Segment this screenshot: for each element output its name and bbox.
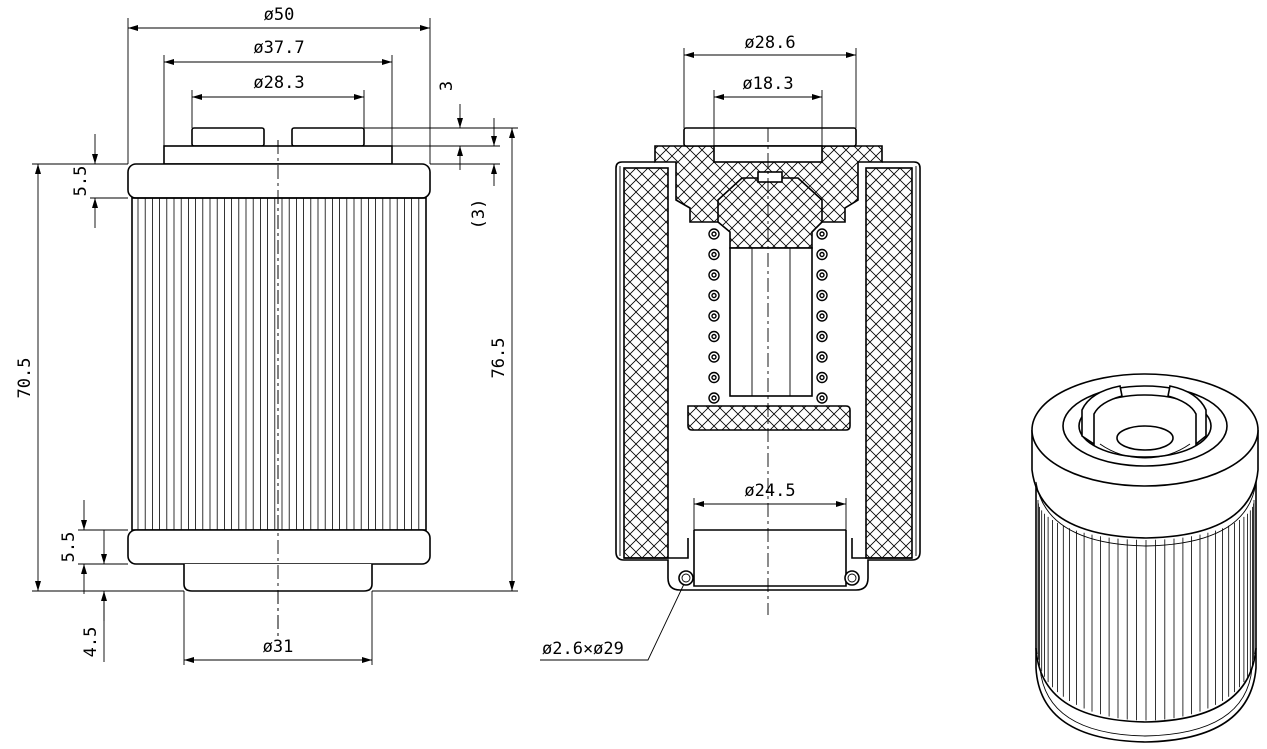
dim-top-inner-diameter: ø18.3 bbox=[742, 74, 793, 94]
dim-outer-diameter: ø50 bbox=[264, 5, 295, 25]
pleat-lines bbox=[137, 198, 420, 530]
dim-top-cap-height: 5.5 bbox=[71, 166, 91, 197]
dim-bottom-bore-diameter: ø24.5 bbox=[744, 481, 795, 501]
dim-total-length: 76.5 bbox=[489, 338, 509, 379]
dim-top-lug-height: 3 bbox=[437, 81, 457, 91]
section-view: ø28.6 ø18.3 ø24.5 ø2.6×ø29 bbox=[540, 33, 921, 661]
dim-body-length: 70.5 bbox=[15, 358, 35, 399]
iso-pleat-lines bbox=[1037, 500, 1255, 721]
dim-base-diameter: ø31 bbox=[263, 637, 294, 657]
dim-bottom-spigot-height: 4.5 bbox=[81, 627, 101, 658]
front-view: ø50 ø37.7 ø28.3 ø31 3 (3) 76.5 bbox=[15, 5, 518, 665]
dim-oring-size: ø2.6×ø29 bbox=[542, 639, 624, 659]
dim-seal-diameter: ø37.7 bbox=[253, 38, 304, 58]
dim-bottom-cap-height: 5.5 bbox=[59, 532, 79, 563]
dim-inner-diameter: ø28.3 bbox=[253, 73, 304, 93]
iso-view bbox=[1031, 373, 1259, 743]
dim-top-outer-diameter: ø28.6 bbox=[744, 33, 795, 53]
dim-cap-offset: (3) bbox=[469, 199, 489, 230]
spring-coils bbox=[708, 228, 828, 404]
